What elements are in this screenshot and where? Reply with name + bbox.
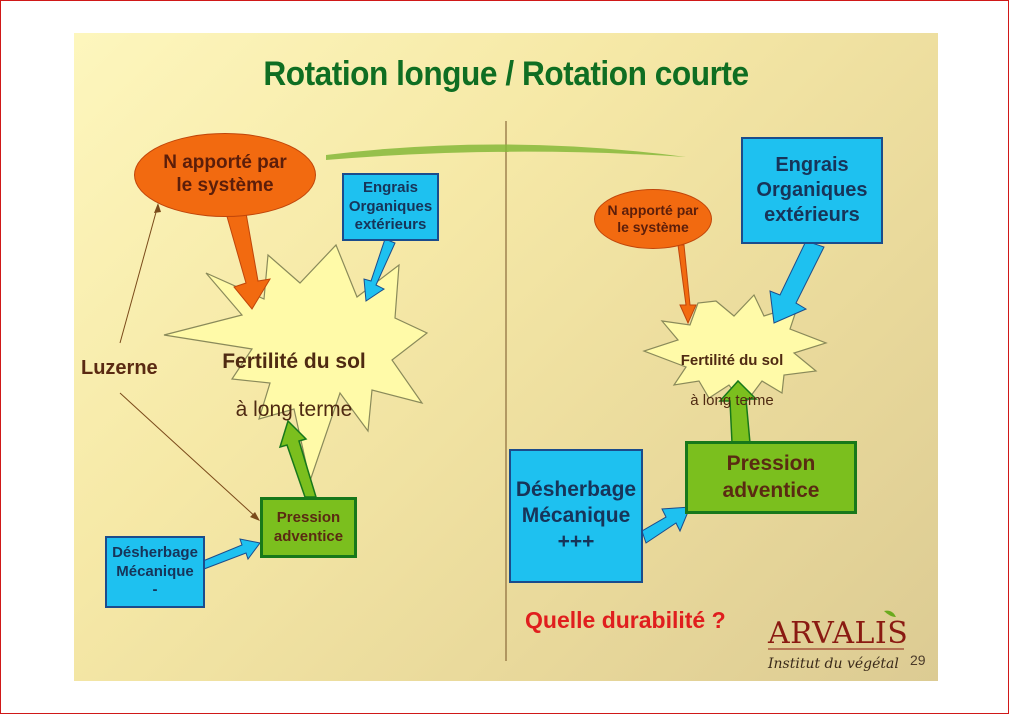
right-engrais-box: Engrais Organiques extérieurs bbox=[741, 137, 883, 244]
slide-title: Rotation longue / Rotation courte bbox=[263, 55, 749, 93]
left-star-line2: à long terme bbox=[235, 397, 353, 421]
right-star-line1: Fertilité du sol bbox=[680, 351, 784, 369]
diagram-shapes bbox=[119, 121, 828, 661]
left-pression-box: Pression adventice bbox=[260, 497, 357, 558]
arvalis-logo: ARVALIS Institut du végétal bbox=[766, 605, 916, 675]
left-n-arrow bbox=[225, 212, 271, 310]
right-n-arrow bbox=[677, 244, 697, 325]
arvalis-logo-graphic: ARVALIS Institut du végétal bbox=[767, 610, 908, 672]
left-star-line1: Fertilité du sol bbox=[222, 349, 366, 373]
svg-text:Institut du végétal: Institut du végétal bbox=[767, 656, 899, 672]
right-desherbage-arrow bbox=[641, 506, 691, 544]
right-n-oval: N apporté par le système bbox=[594, 189, 712, 249]
luzerne-line-up bbox=[119, 204, 159, 344]
left-pression-arrow bbox=[278, 419, 318, 498]
question-text: Quelle durabilité ? bbox=[525, 607, 726, 633]
left-fertility-star bbox=[163, 243, 429, 484]
luzerne-label: Luzerne bbox=[81, 357, 158, 379]
svg-text:ARVALIS: ARVALIS bbox=[767, 616, 908, 651]
right-star-line2: à long terme bbox=[690, 392, 774, 410]
luzerne-line-down bbox=[119, 392, 259, 520]
page-number: 29 bbox=[910, 652, 926, 668]
right-pression-arrow bbox=[718, 379, 758, 444]
right-engrais-arrow bbox=[769, 240, 825, 324]
left-desherbage-box: Désherbage Mécanique - bbox=[105, 536, 205, 608]
decorative-swoosh bbox=[326, 144, 686, 160]
left-engrais-box: Engrais Organiques extérieurs bbox=[342, 173, 439, 241]
left-desherbage-arrow bbox=[202, 538, 261, 570]
right-desherbage-box: Désherbage Mécanique +++ bbox=[509, 449, 643, 583]
right-pression-box: Pression adventice bbox=[685, 441, 857, 514]
left-n-oval: N apporté par le système bbox=[134, 133, 316, 217]
left-star-label: Fertilité du sol à long terme bbox=[204, 327, 384, 444]
slide: Rotation longue / Rotation courte N appo… bbox=[74, 33, 938, 681]
right-star-label: Fertilité du sol à long terme bbox=[664, 330, 800, 431]
left-engrais-arrow bbox=[363, 238, 396, 302]
